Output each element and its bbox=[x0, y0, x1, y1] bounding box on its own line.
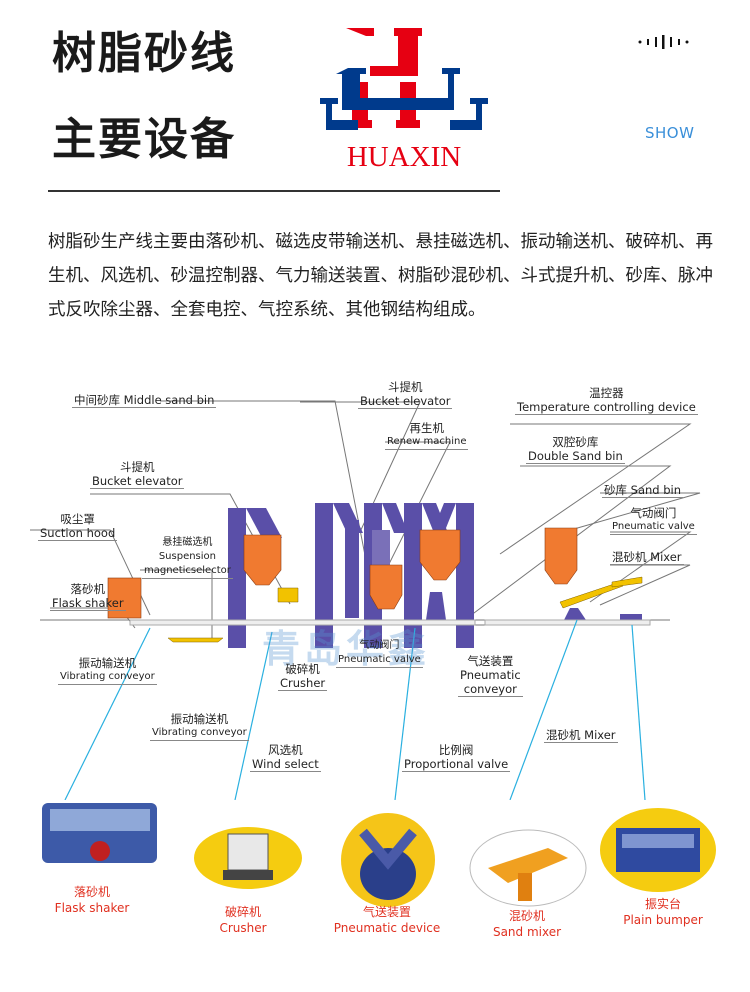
label-text: Double Sand bin bbox=[528, 449, 623, 463]
label-text: Pneumatic valve bbox=[612, 521, 695, 532]
label-text: Pneumatic bbox=[460, 668, 521, 682]
label-text: Temperature controlling device bbox=[517, 400, 696, 414]
label-text: Pneumatic device bbox=[333, 921, 441, 935]
label-text: Bucket elevator bbox=[92, 474, 183, 488]
label-text: Renew machine bbox=[387, 436, 467, 447]
label-text: Sand mixer bbox=[492, 925, 562, 939]
label-text: Vibrating conveyor bbox=[152, 727, 247, 738]
label-pneumatic-valve-1: 气动阀门 Pneumatic valve bbox=[336, 639, 423, 668]
caption-flask-shaker: 落砂机 Flask shaker bbox=[17, 884, 167, 916]
label-text: 斗提机 bbox=[119, 460, 155, 474]
caption-crusher: 破碎机 Crusher bbox=[168, 904, 318, 936]
label-text: 混砂机 bbox=[508, 909, 545, 923]
header-divider bbox=[48, 190, 500, 192]
label-text: conveyor bbox=[463, 682, 517, 696]
label-sand-bin: 砂库 Sand bin bbox=[602, 483, 684, 498]
photo-pneumatic-device bbox=[333, 812, 443, 912]
label-text: 破碎机 bbox=[224, 905, 261, 919]
caption-sand-mixer: 混砂机 Sand mixer bbox=[452, 908, 602, 940]
production-line-diagram bbox=[0, 370, 750, 801]
label-text: Plain bumper bbox=[623, 913, 703, 927]
label-text: 斗提机 bbox=[387, 380, 423, 394]
label-text: 比例阀 bbox=[438, 743, 474, 757]
label-text: 砂库 Sand bin bbox=[604, 483, 682, 497]
label-text: Wind select bbox=[252, 757, 319, 771]
label-text: Suspension bbox=[158, 551, 217, 562]
huaxin-logo: HUAXIN bbox=[318, 24, 490, 174]
label-mixer-2: 混砂机 Mixer bbox=[544, 728, 618, 743]
page-title-line2: 主要设备 bbox=[52, 114, 236, 165]
label-text: 双腔砂库 bbox=[552, 435, 599, 449]
intro-paragraph: 树脂砂生产线主要由落砂机、磁选皮带输送机、悬挂磁选机、振动输送机、破碎机、再生机… bbox=[48, 232, 713, 320]
label-text: magneticselector bbox=[144, 565, 231, 576]
label-text: Pneumatic valve bbox=[338, 654, 421, 665]
label-text: 风选机 bbox=[268, 743, 303, 757]
photo-crusher bbox=[193, 826, 303, 895]
label-text: 气动阀门 bbox=[359, 640, 400, 651]
audio-wave-icon[interactable] bbox=[638, 34, 698, 53]
label-mixer-1: 混砂机 Mixer bbox=[610, 550, 684, 565]
photo-plain-bumper bbox=[598, 806, 718, 898]
label-text: 再生机 bbox=[409, 421, 444, 435]
photo-flask-shaker bbox=[40, 795, 165, 879]
label-text: 气送装置 bbox=[362, 905, 411, 919]
label-text: Bucket elevator bbox=[360, 394, 451, 408]
caption-plain-bumper: 振实台 Plain bumper bbox=[588, 896, 738, 928]
label-text: 中间砂库 Middle sand bin bbox=[74, 393, 215, 407]
label-text: Suction hood bbox=[40, 526, 116, 540]
label-text: Proportional valve bbox=[404, 757, 509, 771]
label-text: Crusher bbox=[280, 676, 326, 690]
label-suspension-magnetic-selector: 悬挂磁选机 Suspension magneticselector bbox=[142, 536, 233, 579]
label-text: 振实台 bbox=[644, 897, 681, 911]
label-middle-sand-bin: 中间砂库 Middle sand bin bbox=[72, 393, 217, 408]
page-title-line1: 树脂砂线 bbox=[52, 28, 236, 79]
watermark: 青岛华鑫 bbox=[262, 627, 431, 671]
label-text: 破碎机 bbox=[285, 662, 320, 676]
label-text: 悬挂磁选机 bbox=[162, 537, 213, 548]
label-text: 落砂机 bbox=[73, 885, 110, 899]
logo-text: HUAXIN bbox=[347, 141, 461, 173]
photo-sand-mixer bbox=[468, 828, 588, 912]
label-text: 振动输送机 bbox=[170, 712, 229, 726]
label-text: 温控器 bbox=[589, 386, 624, 400]
label-text: 气动阀门 bbox=[630, 506, 677, 520]
label-text: Crusher bbox=[219, 921, 267, 935]
label-text: 吸尘罩 bbox=[60, 512, 95, 526]
label-text: Flask shaker bbox=[54, 901, 130, 915]
label-text: 落砂机 bbox=[70, 582, 106, 596]
caption-pneumatic-device: 气送装置 Pneumatic device bbox=[312, 904, 462, 936]
show-button[interactable]: SHOW bbox=[645, 124, 695, 142]
label-text: 混砂机 Mixer bbox=[546, 728, 616, 742]
label-text: 气送装置 bbox=[467, 654, 514, 668]
label-text: 混砂机 Mixer bbox=[612, 550, 682, 564]
label-text: Flask shaker bbox=[52, 596, 124, 610]
label-text: 振动输送机 bbox=[78, 656, 137, 670]
label-text: Vibrating conveyor bbox=[60, 671, 155, 682]
